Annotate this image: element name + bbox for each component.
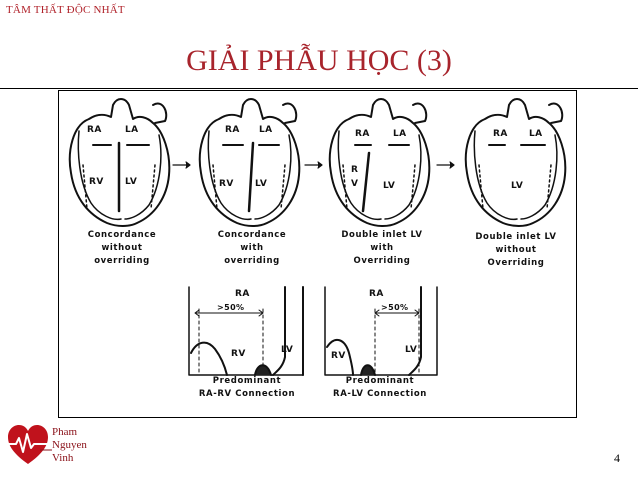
header-label: TÂM THẤT ĐỘC NHẤT [6, 4, 125, 16]
heart-4-ra-label: RA [493, 129, 508, 139]
heart-2-rv-label: RV [219, 179, 234, 189]
heart-4-la-label: LA [529, 129, 543, 139]
detail-2-percent-label: >50% [381, 303, 409, 312]
detail-panel-2 [324, 286, 438, 376]
detail-1-lv-label: LV [281, 345, 294, 355]
heart-3-la-label: LA [393, 129, 407, 139]
detail-1-percent-label: >50% [217, 303, 245, 312]
heart-diagram-1 [68, 98, 171, 227]
heart-2-ra-label: RA [225, 125, 240, 135]
heart-diagrams [68, 98, 567, 376]
heart-3-lv-label: LV [383, 181, 396, 191]
page-title: GIẢI PHẪU HỌC (3) [186, 44, 452, 77]
detail-2-ra-label: RA [369, 289, 384, 299]
heart-1-ra-label: RA [87, 125, 102, 135]
logo-text: Pham Nguyen Vinh [52, 426, 87, 464]
detail-1-rv-label: RV [231, 349, 246, 359]
detail-2-lv-label: LV [405, 345, 418, 355]
header-divider [0, 88, 638, 89]
heart-1-lv-label: LV [125, 177, 138, 187]
heart-3-v-label: V [351, 179, 359, 189]
heart-4-lv-label: LV [511, 181, 524, 191]
heart-diagram-2 [198, 98, 301, 227]
detail-1-ra-label: RA [235, 289, 250, 299]
heart-diagram-4 [464, 98, 567, 227]
heart-1-la-label: LA [125, 125, 139, 135]
heart-3-ra-label: RA [355, 129, 370, 139]
detail-panel-1 [188, 286, 304, 376]
page-number: 4 [614, 451, 620, 465]
heart-3-r-label: R [351, 165, 359, 175]
heart-2-la-label: LA [259, 125, 273, 135]
heart-diagram-3 [328, 98, 431, 227]
detail-2-rv-label: RV [331, 351, 346, 361]
flow-arrows [172, 161, 455, 169]
heart-2-lv-label: LV [255, 179, 268, 189]
heart-1-rv-label: RV [89, 177, 104, 187]
heart-logo-icon [6, 425, 52, 464]
